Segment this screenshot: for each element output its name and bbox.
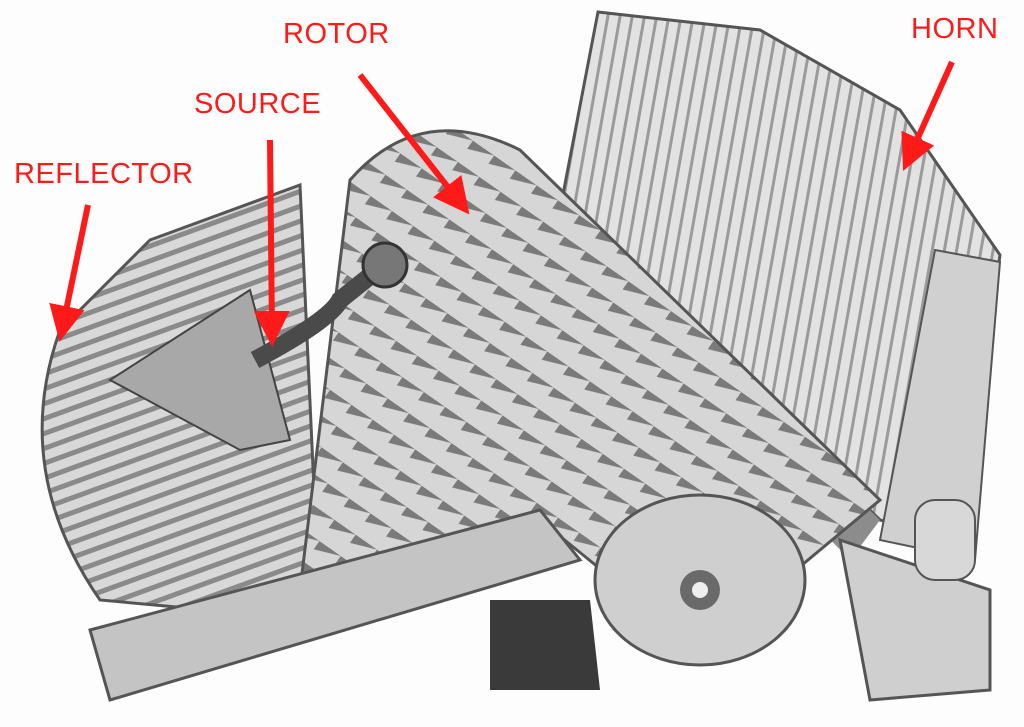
horn-label: HORN — [911, 13, 999, 45]
source-feed — [250, 241, 409, 368]
reflector — [40, 182, 322, 622]
source-label: SOURCE — [194, 88, 322, 120]
rotor-arrow — [357, 73, 470, 215]
reflector-label: REFLECTOR — [14, 158, 194, 190]
source-arrow — [253, 139, 290, 347]
reflector-arrow — [49, 204, 91, 342]
base-frame — [88, 499, 992, 702]
horn-arrow — [901, 60, 955, 171]
rotor-label: ROTOR — [283, 18, 390, 50]
rotor — [298, 129, 883, 667]
